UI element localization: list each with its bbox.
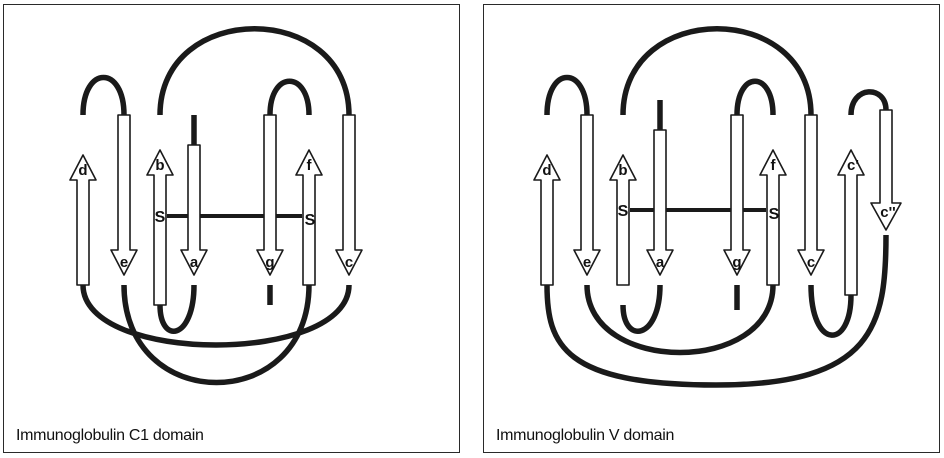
strand-c-arrow [798,115,824,275]
strand-label-e: e [120,254,128,271]
strand-label-c: c [345,254,353,271]
strand-e-arrow [574,115,600,275]
panel-c1-domain: d e b a g f c S S Immunoglobulin C1 doma… [3,4,460,453]
strand-label-cprime: c' [847,157,859,174]
v-domain-diagram: d e b a g f c c' c'' S S [484,5,939,452]
loop-d-e [83,78,124,116]
loop-e-f-bottom [124,285,309,383]
panel-v-domain: d e b a g f c c' c'' S S Immunoglobulin … [483,4,940,453]
strand-e-arrow [111,115,137,275]
loop-e-f-bottom [587,285,773,353]
disulfide-label-right: S [769,206,780,223]
strand-label-b: b [155,157,164,174]
strand-c-arrow [336,115,362,275]
strand-label-cdoubleprime: c'' [880,204,895,221]
strand-label-e: e [583,254,591,271]
loop-b-c-top [623,29,811,115]
strand-label-g: g [265,254,274,271]
disulfide-label-left: S [618,203,629,220]
loop-cdoubleprime-d-bottom [547,235,886,385]
strand-g-arrow [724,115,750,275]
caption-v-domain: Immunoglobulin V domain [496,427,674,445]
disulfide-label-left: S [155,209,166,226]
loop-a-b-bottom [623,285,660,331]
loop-d-e [547,78,587,116]
strand-label-a: a [656,254,665,271]
strand-label-b: b [618,162,627,179]
loop-b-c-top [160,29,349,115]
strand-label-g: g [732,254,741,271]
loop-g-f [737,81,773,115]
strand-label-d: d [542,162,551,179]
caption-c1-domain: Immunoglobulin C1 domain [16,427,204,445]
c1-domain-diagram: d e b a g f c S S [4,5,459,452]
strand-label-c: c [807,254,815,271]
disulfide-label-right: S [305,212,316,229]
loop-g-f [270,81,309,115]
strand-g-arrow [257,115,283,275]
strand-label-a: a [190,254,199,271]
strand-label-d: d [78,162,87,179]
